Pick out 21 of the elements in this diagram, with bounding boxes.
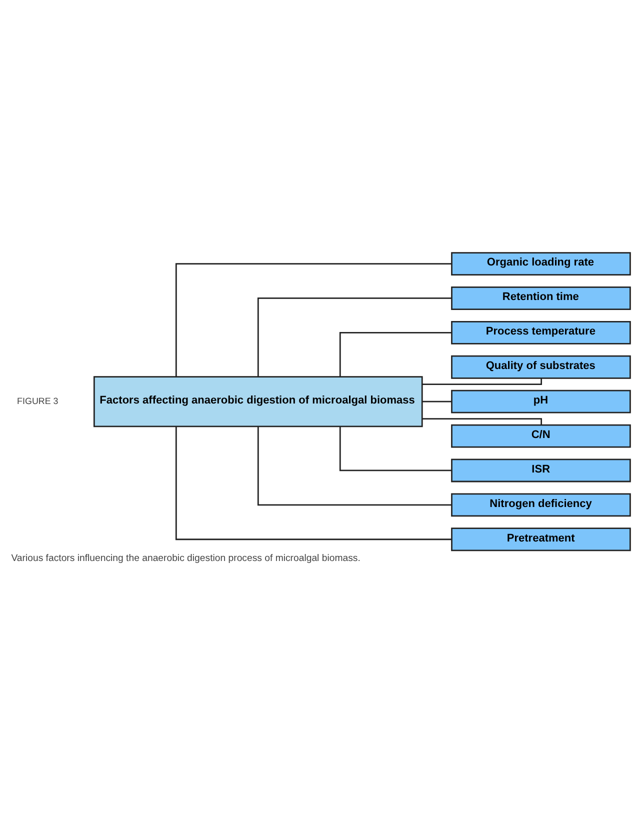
connector <box>339 426 452 471</box>
node-box: Retention time <box>451 286 631 310</box>
connector <box>257 297 452 376</box>
node-box: ISR <box>451 458 631 482</box>
node-box: Process temperature <box>451 320 631 344</box>
node-box: Factors affecting anaerobic digestion of microalgal biomass <box>93 376 423 427</box>
node-box: C/N <box>451 424 631 448</box>
connector <box>257 426 452 506</box>
connector <box>422 400 452 402</box>
node-box: Quality of substrates <box>451 354 631 378</box>
connector <box>422 418 542 424</box>
connector <box>422 378 542 385</box>
connector <box>339 332 452 376</box>
node-box: Organic loading rate <box>451 252 631 275</box>
node-box: Nitrogen deficiency <box>451 492 631 516</box>
connector <box>175 426 452 540</box>
node-box: pH <box>451 389 631 413</box>
caption: Various factors influencing the anaerobic digestion process of microalgal biomass. <box>11 552 360 564</box>
connector <box>175 262 452 376</box>
node-box: Pretreatment <box>451 527 631 551</box>
label: FIGURE 3 <box>17 395 58 406</box>
